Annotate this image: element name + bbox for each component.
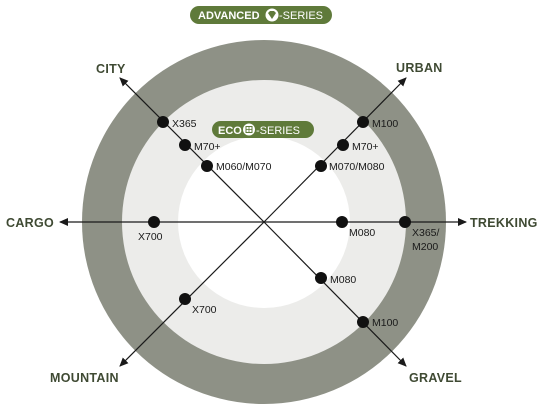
point-trekking-m080 (336, 216, 348, 228)
point-gravel-m100 (357, 316, 369, 328)
point-trekking-x365 (399, 216, 411, 228)
eco-series-badge: ECO -SERIES (212, 121, 314, 138)
label-gravel-m080: M080 (330, 274, 356, 286)
label-trekking-x365-line2: M200 (412, 241, 438, 253)
label-city-m70: M70+ (194, 141, 221, 153)
eco-badge-suffix: -SERIES (256, 125, 300, 137)
label-urban-m100: M100 (372, 118, 398, 130)
axis-diagonal-urban (263, 77, 407, 223)
axis-label-trekking: TREKKING (470, 216, 538, 230)
point-mountain-x700 (179, 293, 191, 305)
axis-diagonal-city (119, 77, 265, 223)
eco-badge-background (212, 121, 314, 138)
axis-label-cargo: CARGO (6, 216, 54, 230)
diamond-leaf-icon (265, 8, 279, 22)
label-trekking-x365-line1: X365/ (412, 227, 440, 239)
axis-label-gravel: GRAVEL (409, 371, 462, 385)
label-city-x365: X365 (172, 118, 197, 130)
label-trekking-m080: M080 (349, 227, 375, 239)
axis-diagonal-mountain (119, 221, 265, 367)
point-urban-m070 (315, 160, 327, 172)
point-gravel-m080 (315, 272, 327, 284)
advanced-series-badge: ADVANCED -SERIES (190, 6, 332, 24)
label-mountain-x700: X700 (192, 304, 217, 316)
label-city-m060: M060/M070 (216, 161, 272, 173)
advanced-badge-suffix: -SERIES (279, 10, 323, 22)
point-cargo-x700 (148, 216, 160, 228)
axis-label-urban: URBAN (396, 61, 443, 75)
grid-leaf-icon (243, 123, 255, 136)
point-city-x365 (157, 116, 169, 128)
advanced-badge-background (190, 6, 332, 24)
advanced-badge-prefix: ADVANCED (198, 10, 260, 22)
label-urban-m070: M070/M080 (329, 161, 385, 173)
eco-badge-prefix: ECO (218, 125, 242, 137)
axis-label-city: CITY (96, 62, 126, 76)
label-cargo-x700: X700 (138, 231, 163, 243)
label-urban-m70: M70+ (352, 141, 379, 153)
point-city-m060 (201, 160, 213, 172)
axis-diagonal-gravel (263, 221, 407, 367)
point-city-m70 (179, 139, 191, 151)
label-gravel-m100: M100 (372, 317, 398, 329)
point-urban-m100 (357, 116, 369, 128)
point-urban-m70 (337, 139, 349, 151)
axis-label-mountain: MOUNTAIN (50, 371, 119, 385)
